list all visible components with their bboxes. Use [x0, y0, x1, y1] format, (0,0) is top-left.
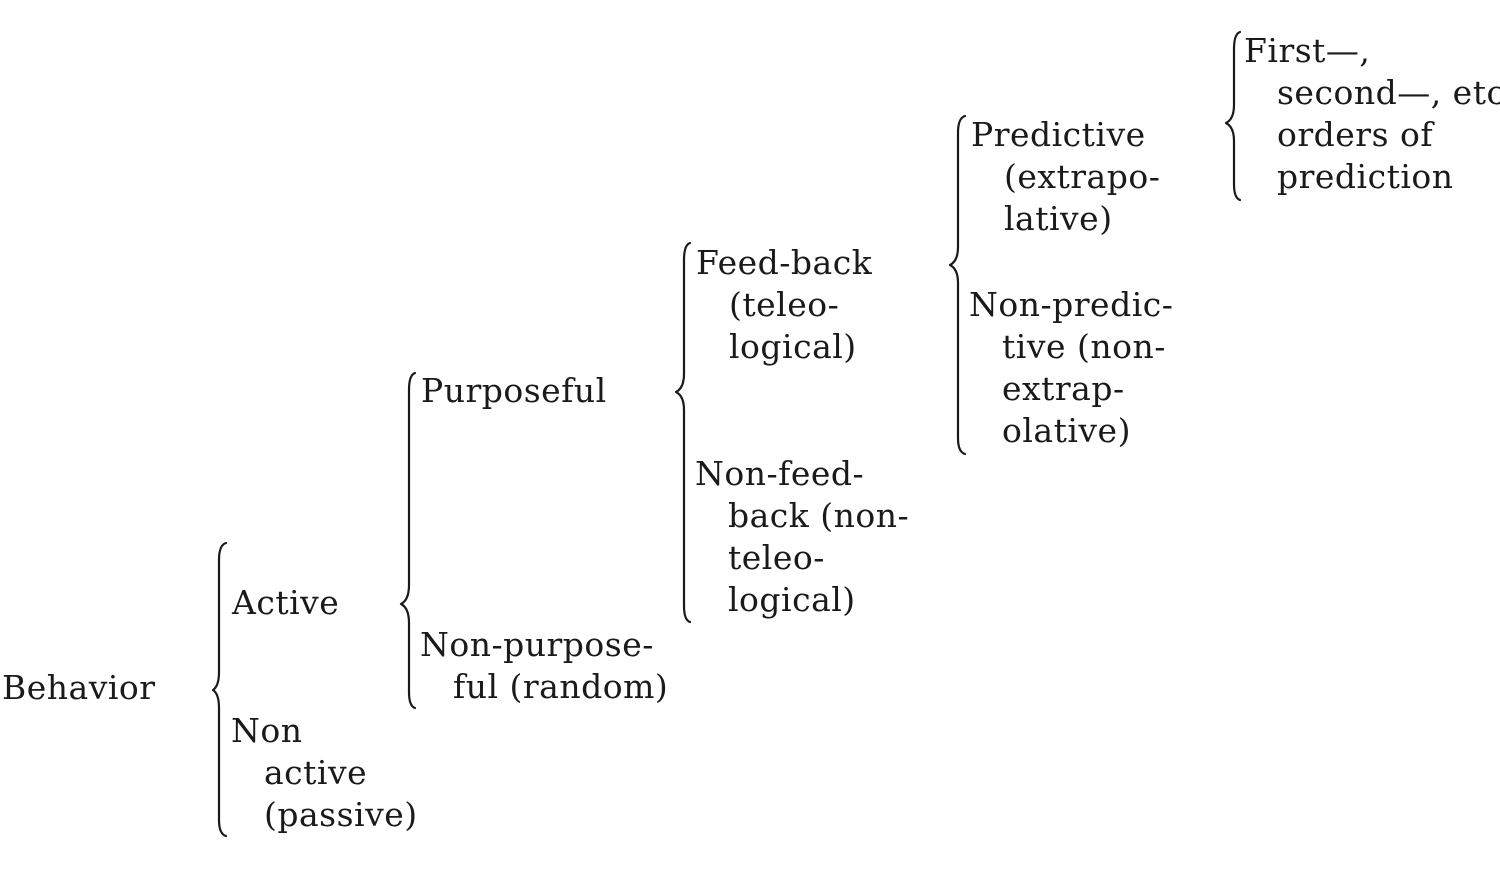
- node-orders-line3: orders of: [1277, 115, 1434, 154]
- node-feed-back-line3: logical): [729, 327, 857, 366]
- node-orders-line4: prediction: [1277, 157, 1454, 196]
- brace-predictive: [1224, 30, 1242, 202]
- node-predictive-line1: Predictive: [971, 115, 1146, 154]
- node-non-active-line2: active: [264, 753, 368, 792]
- node-non-purposeful-line1: Non-purpose-: [420, 625, 654, 664]
- node-non-feed-back-line2: back (non-: [728, 496, 910, 535]
- node-non-feed-back-line1: Non-feed-: [695, 454, 865, 493]
- node-feed-back-line1: Feed-back: [696, 243, 873, 282]
- node-non-feed-back-line3: teleo-: [728, 538, 825, 577]
- node-non-active-line1: Non: [231, 711, 303, 750]
- node-predictive: Predictive (extrapo- lative): [971, 114, 1160, 240]
- node-behavior-line1: Behavior: [2, 668, 156, 707]
- node-orders-line2: second—, etc.: [1277, 73, 1500, 112]
- node-purposeful-line1: Purposeful: [421, 371, 607, 410]
- node-non-predictive-line4: olative): [1002, 411, 1131, 450]
- node-active: Active: [232, 582, 339, 624]
- node-non-purposeful: Non-purpose- ful (random): [420, 624, 668, 708]
- node-non-active: Non active (passive): [231, 710, 418, 836]
- node-feed-back: Feed-back (teleo- logical): [696, 242, 872, 368]
- node-active-line1: Active: [232, 583, 340, 622]
- node-non-predictive-line2: tive (non-: [1002, 327, 1166, 366]
- node-non-predictive-line1: Non-predic-: [969, 285, 1174, 324]
- node-non-active-line3: (passive): [264, 795, 418, 834]
- brace-feedback: [948, 114, 967, 456]
- node-predictive-line3: lative): [1004, 199, 1113, 238]
- node-orders-of-prediction: First—, second—, etc. orders of predicti…: [1244, 30, 1500, 198]
- brace-behavior: [211, 541, 228, 838]
- brace-active: [399, 371, 417, 710]
- node-feed-back-line2: (teleo-: [729, 285, 840, 324]
- node-non-feed-back: Non-feed- back (non- teleo- logical): [695, 453, 909, 621]
- node-non-predictive: Non-predic- tive (non- extrap- olative): [969, 284, 1173, 452]
- node-predictive-line2: (extrapo-: [1004, 157, 1161, 196]
- node-orders-line1: First—,: [1244, 31, 1371, 70]
- node-non-predictive-line3: extrap-: [1002, 369, 1125, 408]
- node-non-feed-back-line4: logical): [728, 580, 856, 619]
- node-behavior: Behavior: [2, 667, 156, 709]
- node-purposeful: Purposeful: [421, 370, 607, 412]
- brace-purposeful: [674, 241, 692, 624]
- node-non-purposeful-line2: ful (random): [453, 667, 669, 706]
